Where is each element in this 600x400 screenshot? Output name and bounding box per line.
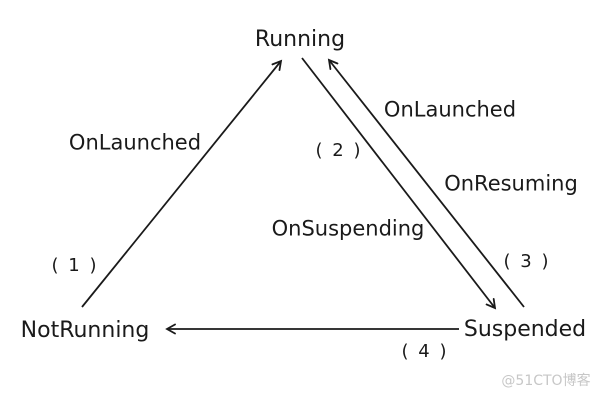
arrow-suspended-to-running [327,58,525,308]
state-running: Running [254,27,346,52]
state-notrunning: NotRunning [20,318,150,343]
label-number-4: ( 4 ) [401,341,449,362]
arrow-running-to-suspended [301,57,497,310]
label-number-2: ( 2 ) [315,140,363,161]
label-onresuming: OnResuming [444,171,578,196]
arrow-notrunning-to-running [81,59,283,308]
label-onlaunched-right: OnLaunched [383,97,517,122]
label-onsuspending: OnSuspending [271,216,425,241]
label-onlaunched-left: OnLaunched [68,130,202,155]
state-suspended: Suspended [463,317,587,342]
label-number-1: ( 1 ) [51,255,99,276]
label-number-3: ( 3 ) [503,251,551,272]
watermark-51cto: @51CTO博客 [501,373,591,389]
